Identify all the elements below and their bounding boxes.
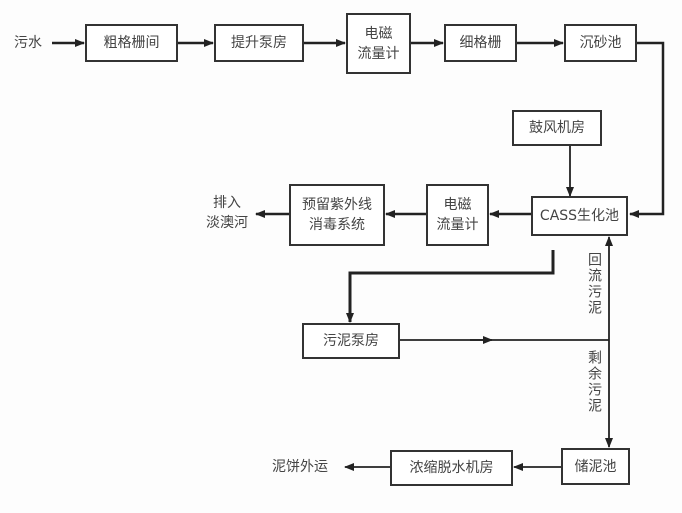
flowmeter-2-line1: 电磁 (443, 197, 472, 213)
sludge-tank-label: 储泥池 (574, 458, 617, 475)
arrow-cass-to-sludge-pump (346, 250, 555, 323)
flowmeter-box-1: 电磁流量计 (346, 13, 411, 74)
flowmeter-1-line2: 流量计 (357, 45, 400, 62)
discharge-label: 排入淡澳河 (200, 193, 254, 233)
grit-chamber-box: 沉砂池 (564, 24, 637, 62)
dewatering-room-box: 浓缩脱水机房 (390, 450, 513, 486)
discharge-line1: 排入 (213, 195, 241, 211)
sewage-input-label: 污水 (14, 35, 42, 51)
flowmeter-box-2: 电磁流量计 (426, 184, 489, 246)
sludge-pump-label: 污泥泵房 (323, 333, 379, 349)
fine-screen-box: 细格栅 (444, 24, 517, 62)
cass-tank-box: CASS生化池 (531, 196, 628, 236)
lift-pump-box: 提升泵房 (214, 24, 304, 62)
grit-chamber-label: 沉砂池 (579, 35, 622, 51)
excess-sludge-label: 剩余污泥 (586, 350, 602, 414)
flowmeter-1-line1: 电磁 (364, 25, 393, 42)
uv-disinfection-box: 预留紫外线消毒系统 (289, 184, 385, 246)
return-sludge-label: 回流污泥 (586, 252, 602, 316)
fine-screen-label: 细格栅 (459, 35, 502, 51)
coarse-screen-label: 粗格栅间 (103, 35, 160, 51)
lift-pump-label: 提升泵房 (231, 35, 287, 51)
flowmeter-2-line2: 流量计 (436, 217, 479, 233)
sludge-pump-box: 污泥泵房 (302, 323, 400, 359)
dewatering-room-label: 浓缩脱水机房 (409, 460, 494, 476)
sludge-cake-output-label: 泥饼外运 (272, 459, 328, 475)
blower-room-label: 鼓风机房 (529, 120, 585, 136)
sludge-tank-box: 储泥池 (561, 448, 630, 485)
cass-tank-label: CASS生化池 (539, 208, 620, 224)
discharge-line2: 淡澳河 (206, 215, 248, 231)
arrow-grit-to-cass (629, 41, 665, 218)
blower-room-box: 鼓风机房 (512, 110, 602, 146)
coarse-screen-box: 粗格栅间 (85, 24, 178, 62)
uv-line1: 预留紫外线 (302, 197, 372, 213)
uv-line2: 消毒系统 (309, 217, 365, 233)
